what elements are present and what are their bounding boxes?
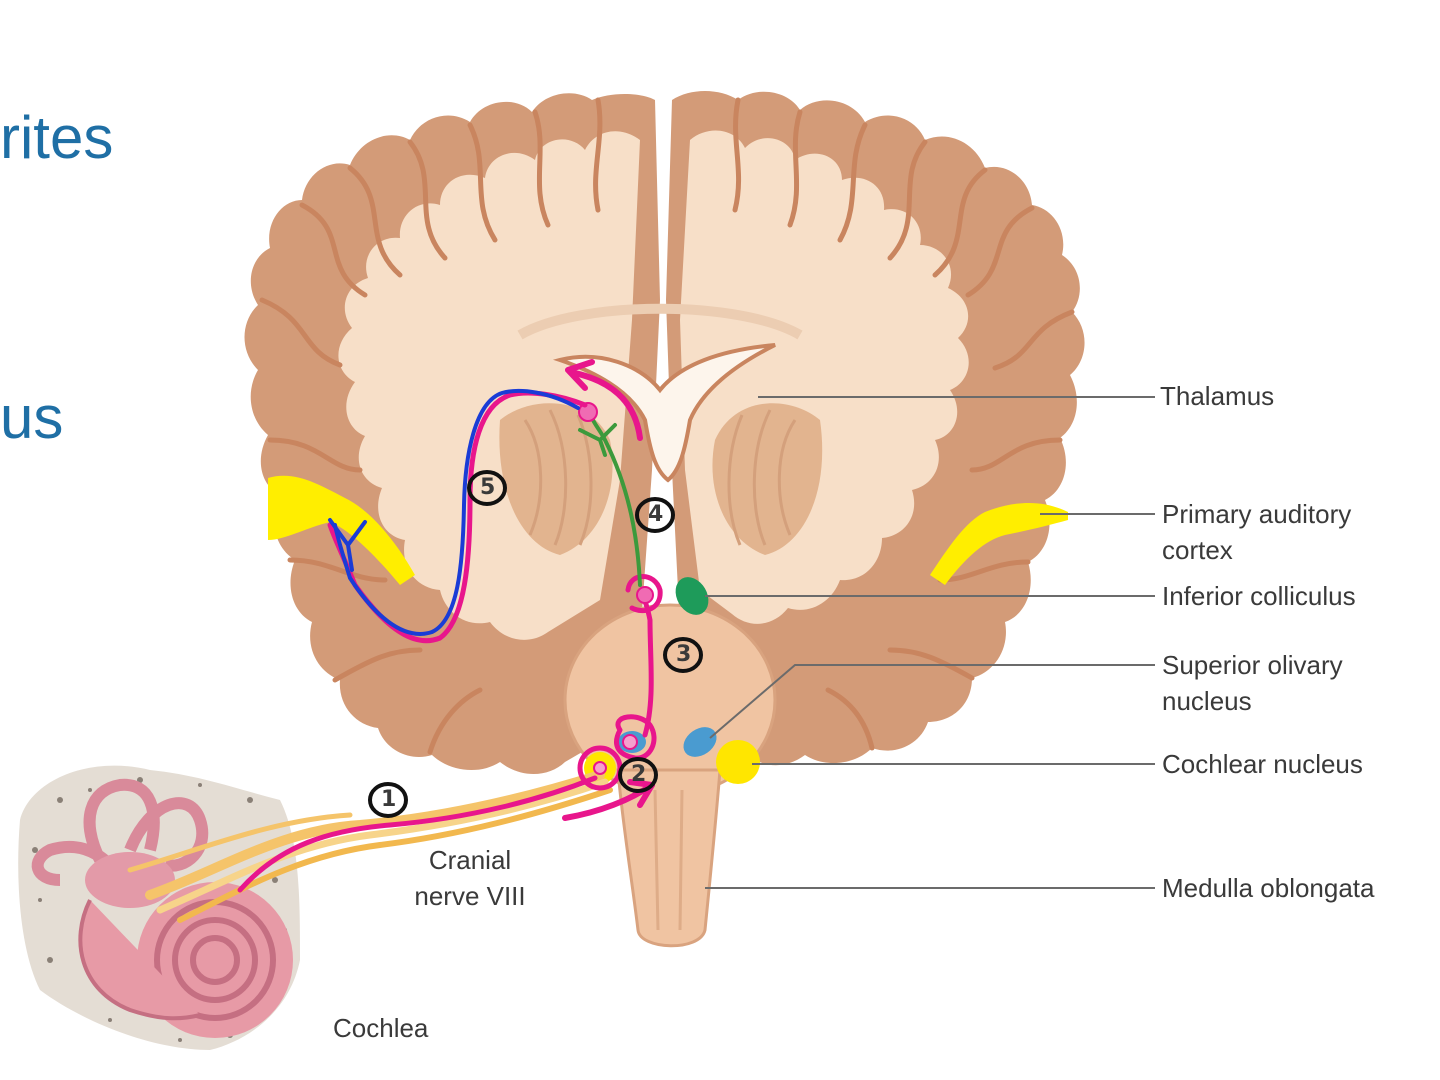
label-medulla-oblongata: Medulla oblongata bbox=[1162, 873, 1375, 903]
step-marker-2 bbox=[618, 757, 658, 793]
step-number-1: 1 bbox=[381, 787, 397, 812]
left-deep-nuclei bbox=[499, 403, 613, 555]
label-superior-olivary-2: nucleus bbox=[1162, 686, 1252, 716]
medulla-oblongata bbox=[616, 768, 722, 948]
label-thalamus: Thalamus bbox=[1160, 381, 1275, 411]
medulla-lines bbox=[653, 789, 684, 931]
step-number-4: 4 bbox=[648, 502, 664, 527]
pink-neuron-olivary bbox=[622, 734, 638, 750]
step-marker-3 bbox=[663, 637, 703, 673]
leader-superior-olivary bbox=[709, 664, 1155, 739]
primary-auditory-cortex-left bbox=[268, 475, 415, 585]
step-marker-4 bbox=[635, 497, 675, 533]
pink-neuron-colliculus bbox=[636, 586, 654, 604]
green-path bbox=[590, 416, 642, 587]
step-number-3: 3 bbox=[676, 642, 692, 667]
pink-loop-olivary bbox=[614, 714, 657, 761]
pink-loop-colliculus bbox=[625, 574, 663, 614]
sulci bbox=[259, 97, 1075, 755]
step-marker-5 bbox=[467, 470, 507, 506]
primary-auditory-cortex-right bbox=[930, 502, 1068, 585]
brain-section bbox=[244, 91, 1085, 948]
label-primary-auditory-cortex-1: Primary auditory bbox=[1162, 499, 1352, 529]
annotations bbox=[237, 359, 663, 893]
striations bbox=[523, 409, 797, 546]
label-cochlear-nucleus: Cochlear nucleus bbox=[1162, 749, 1363, 779]
cranial-nerve-viii bbox=[127, 770, 613, 923]
pink-path-nerve bbox=[237, 775, 598, 893]
superior-olivary-nucleus bbox=[683, 727, 717, 757]
label-cranial-nerve-2: nerve VIII bbox=[414, 881, 526, 911]
label-superior-olivary-1: Superior olivary bbox=[1162, 650, 1343, 680]
label-cranial-nerve-1: Cranial bbox=[428, 845, 512, 875]
slide-title-fragment: rites bbox=[0, 104, 114, 171]
corpus-callosum bbox=[517, 303, 803, 340]
slide-title-fragment: us bbox=[0, 384, 64, 451]
label-inferior-colliculus: Inferior colliculus bbox=[1162, 581, 1356, 611]
right-deep-nuclei bbox=[712, 403, 823, 555]
blue-path-cortex bbox=[333, 389, 580, 636]
step-number-5: 5 bbox=[480, 475, 496, 500]
semicircular-canals bbox=[31, 778, 209, 886]
step-marker-1 bbox=[368, 782, 408, 818]
step-markers bbox=[368, 470, 703, 818]
green-dendrite bbox=[578, 423, 617, 457]
label-cochlea: Cochlea bbox=[333, 1013, 429, 1043]
lateral-ventricles bbox=[552, 343, 776, 483]
leader-lines bbox=[705, 396, 1155, 889]
step-number-2: 2 bbox=[631, 762, 647, 787]
pink-arrowhead-upper bbox=[565, 359, 595, 391]
label-primary-auditory-cortex-2: cortex bbox=[1162, 535, 1233, 565]
pink-neuron-cochlear bbox=[593, 761, 607, 775]
pink-neuron-thalamus bbox=[578, 402, 598, 422]
cochlear-nucleus bbox=[716, 740, 760, 784]
pink-arrow-upper bbox=[567, 369, 643, 441]
blue-dendrite bbox=[328, 518, 367, 572]
inferior-colliculus bbox=[675, 577, 709, 615]
cochlea-base bbox=[78, 899, 201, 1021]
